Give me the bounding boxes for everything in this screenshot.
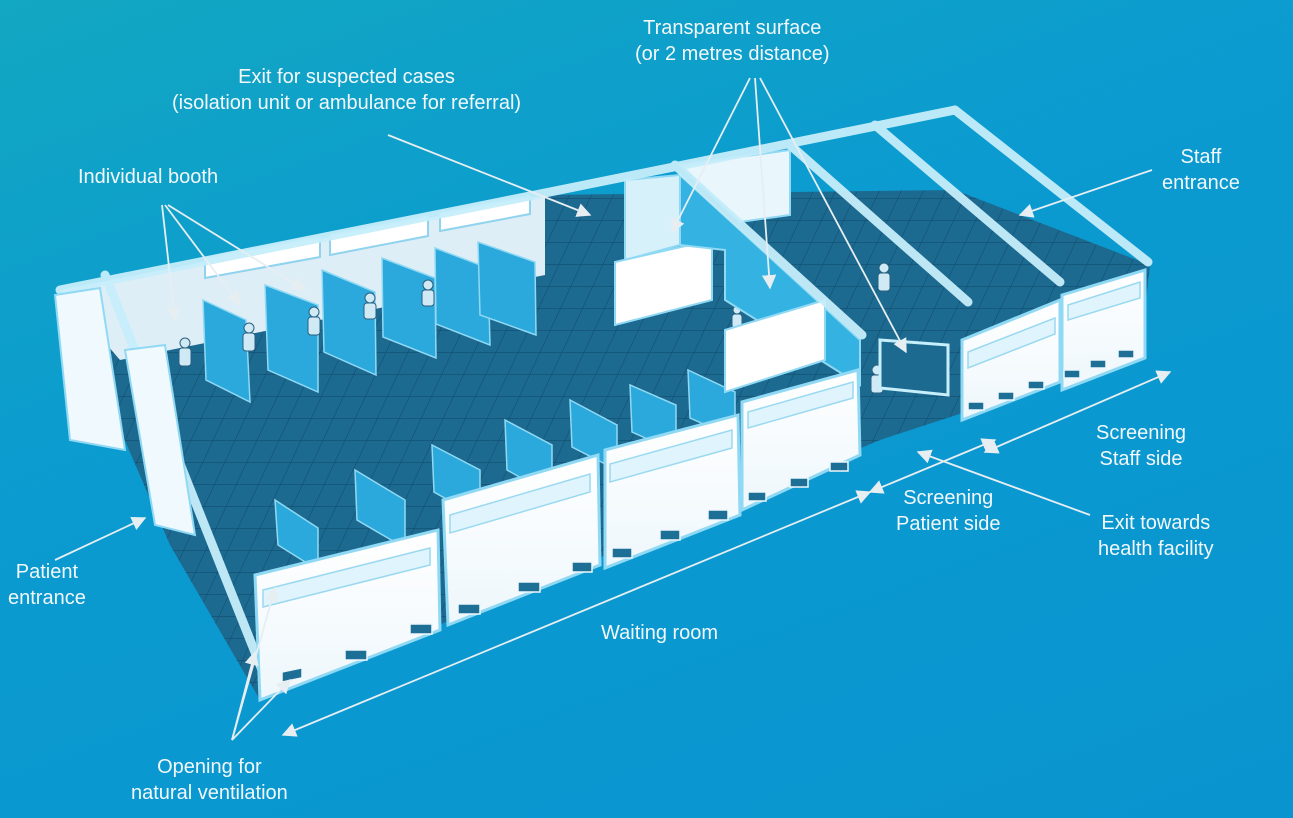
screening-counter <box>724 298 826 394</box>
arrow-screening-patient <box>868 438 997 494</box>
arrow-staff-entrance <box>1018 169 1153 218</box>
label-exit-health-facility: Exit towards health facility <box>1098 512 1214 560</box>
arrow-exit-suspected <box>387 134 592 217</box>
roof-frame <box>55 105 1153 695</box>
booth-partitions-back <box>202 240 537 404</box>
label-screening-patient-side: Screening Patient side <box>896 487 1001 535</box>
arrow-transparent-2 <box>754 77 777 290</box>
annotation-arrows <box>54 77 1172 741</box>
left-end-wall <box>53 286 197 537</box>
arrow-screening-staff <box>983 370 1172 454</box>
screening-wall-back <box>624 173 681 262</box>
arrow-patient-entrance <box>54 516 147 561</box>
people-figures <box>178 262 891 394</box>
label-waiting-room: Waiting room <box>601 622 719 644</box>
arrow-booth-1 <box>161 204 181 322</box>
label-transparent-surface: Transparent surface (or 2 metres distanc… <box>635 17 830 65</box>
label-staff-entrance: Staff entrance <box>1162 146 1240 194</box>
arrow-transparent-1 <box>671 77 751 234</box>
label-exit-suspected-cases: Exit for suspected cases (isolation unit… <box>172 66 522 114</box>
arrow-waiting-room <box>281 490 872 737</box>
label-patient-entrance: Patient entrance <box>8 561 86 609</box>
screening-panel <box>614 238 713 327</box>
arrow-exit-health <box>916 449 1091 516</box>
transparent-panel <box>878 338 950 397</box>
label-natural-ventilation: Opening for natural ventilation <box>131 756 288 804</box>
arrow-transparent-3 <box>759 77 907 354</box>
arrow-booth-3 <box>167 204 307 291</box>
label-individual-booth: Individual booth <box>78 166 219 188</box>
arrow-booth-2 <box>164 204 241 307</box>
label-screening-staff-side: Screening Staff side <box>1096 422 1187 470</box>
arrow-ventilation-3 <box>231 586 279 741</box>
arrow-ventilation-1 <box>231 678 292 741</box>
